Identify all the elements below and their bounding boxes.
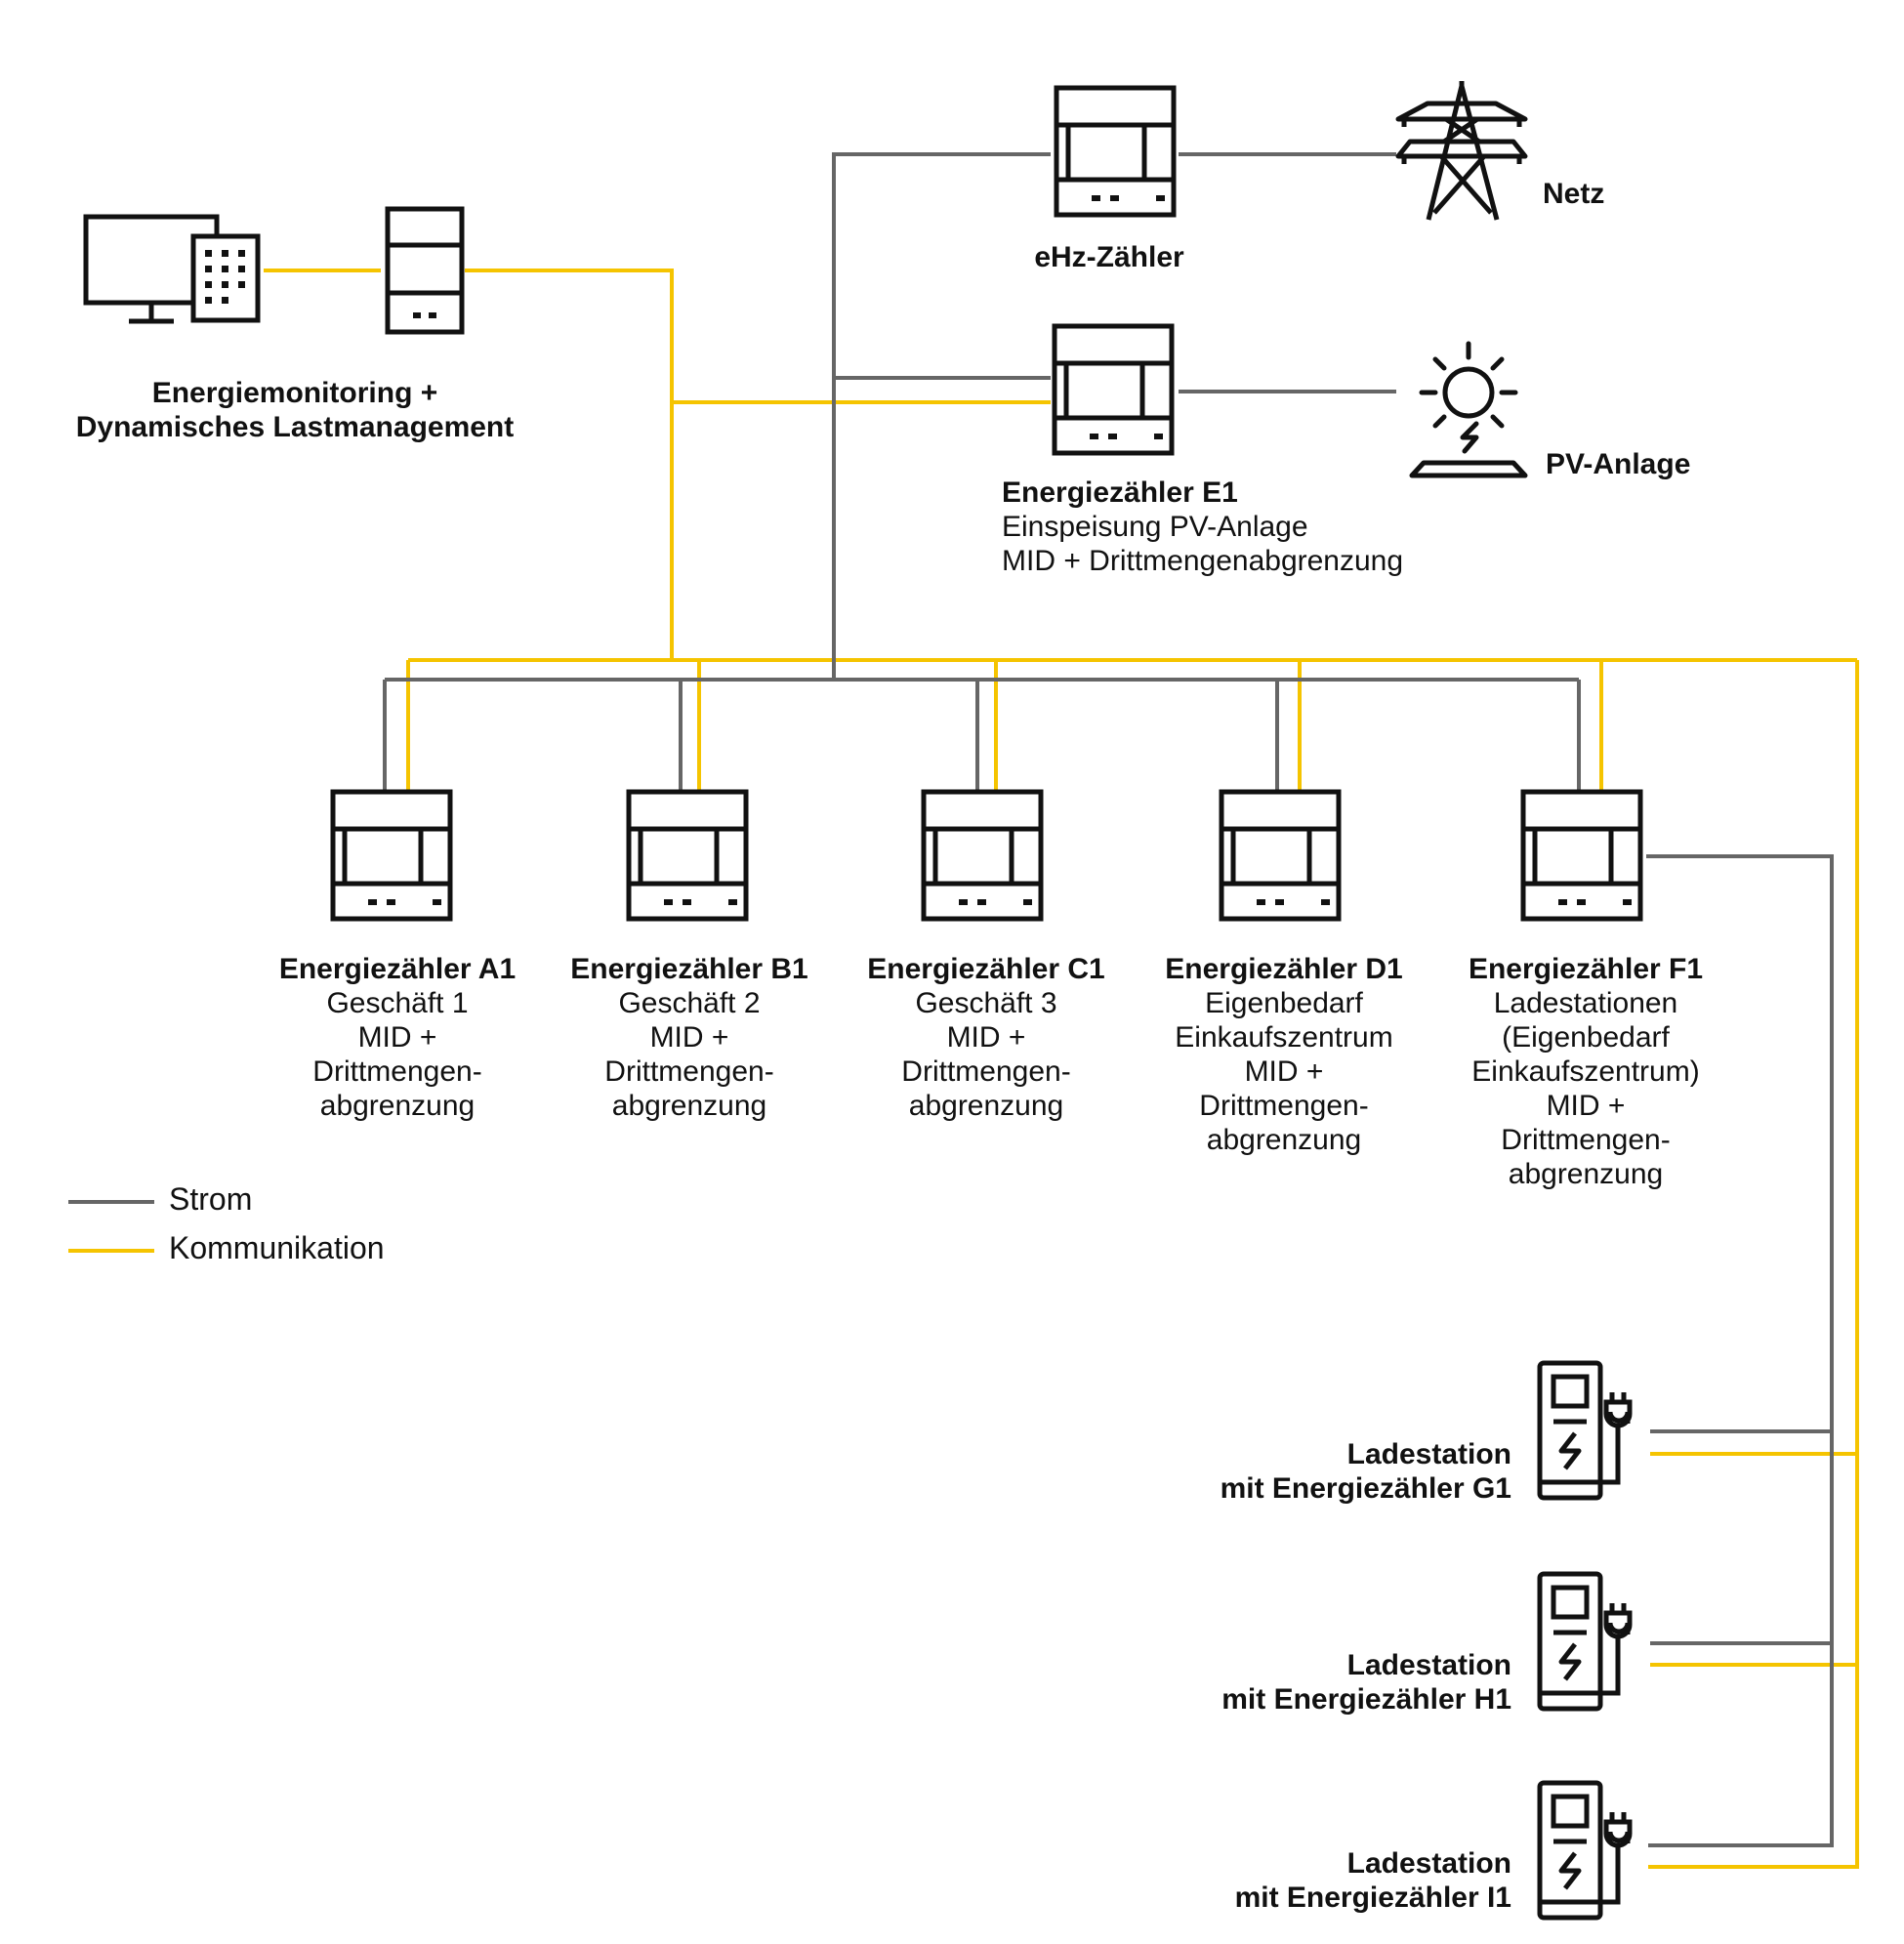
legend-strom-label: Strom bbox=[169, 1181, 253, 1217]
power-lines bbox=[383, 152, 1834, 1847]
c1-meter-icon bbox=[924, 792, 1041, 919]
d1-label: Energiezähler D1 Eigenbedarf Einkaufszen… bbox=[1165, 953, 1403, 1156]
a1-label: Energiezähler A1 Geschäft 1 MID + Drittm… bbox=[278, 953, 517, 1122]
b1-label: Energiezähler B1 Geschäft 2 MID + Drittm… bbox=[570, 953, 808, 1122]
i1-charging-station-icon bbox=[1540, 1783, 1630, 1918]
ehz-label: eHz-Zähler bbox=[1034, 241, 1184, 273]
c1-label: Energiezähler C1 Geschäft 3 MID + Drittm… bbox=[867, 953, 1105, 1122]
f1-meter-icon bbox=[1523, 792, 1640, 919]
computer-building-icon bbox=[83, 214, 261, 324]
solar-panel-icon bbox=[1409, 341, 1528, 478]
i1-label: Ladestation mit Energiezähler I1 bbox=[1234, 1847, 1511, 1914]
a1-meter-icon bbox=[333, 792, 450, 919]
e1-label: Energiezähler E1 Einspeisung PV-Anlage M… bbox=[1002, 476, 1404, 577]
pv-label: PV-Anlage bbox=[1546, 448, 1691, 480]
b1-meter-icon bbox=[629, 792, 746, 919]
g1-charging-station-icon bbox=[1540, 1363, 1630, 1498]
ehz-meter-icon bbox=[1056, 88, 1174, 215]
g1-label: Ladestation mit Energiezähler G1 bbox=[1220, 1438, 1511, 1505]
monitoring-label: Energiemonitoring + Dynamisches Lastmana… bbox=[75, 377, 515, 443]
power-pylon-icon bbox=[1395, 81, 1528, 221]
gateway-meter-icon bbox=[385, 206, 465, 335]
f1-label: Energiezähler F1 Ladestationen (Eigenbed… bbox=[1468, 953, 1704, 1190]
netz-label: Netz bbox=[1543, 178, 1605, 210]
d1-meter-icon bbox=[1221, 792, 1339, 919]
legend-kommunikation-label: Kommunikation bbox=[169, 1230, 385, 1265]
h1-charging-station-icon bbox=[1540, 1574, 1630, 1709]
e1-meter-icon bbox=[1055, 326, 1172, 453]
communication-lines bbox=[264, 269, 1859, 1869]
h1-label: Ladestation mit Energiezähler H1 bbox=[1221, 1649, 1511, 1716]
